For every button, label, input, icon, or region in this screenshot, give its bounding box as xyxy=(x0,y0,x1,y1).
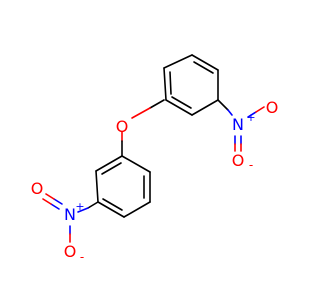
aryl-carbon-bond xyxy=(149,99,165,109)
nitrogen-oxygen-double-bond xyxy=(50,203,60,210)
bottom-benzene-ring xyxy=(95,155,151,218)
ring-bond xyxy=(95,155,123,172)
ring-bond-inner xyxy=(193,61,214,74)
nitro-top-nitrogen-label: N xyxy=(232,115,244,134)
aryl-nitrogen-bond xyxy=(217,99,229,111)
ring-bond xyxy=(191,99,219,116)
ring-bond xyxy=(97,201,125,218)
nitrogen-oxygen-double-bond xyxy=(53,198,63,205)
nitro-top-oxygen-label: O xyxy=(232,151,245,170)
nitro-bottom-nitrogen-label: N xyxy=(64,205,76,224)
ring-bond xyxy=(95,170,99,203)
ring-bond-inner xyxy=(102,198,123,211)
aryl-nitrogen-bond xyxy=(87,201,99,209)
nitro-top-oxygen-label: O xyxy=(266,98,279,117)
ring-bond xyxy=(163,67,167,101)
ring-bond-inner xyxy=(171,96,192,109)
ring-bond xyxy=(191,54,219,71)
ring-bond-inner xyxy=(169,71,172,95)
ether-oxygen-label: O xyxy=(116,117,129,136)
nitro-top-plus-charge: + xyxy=(246,111,255,124)
molecule-structure-canvas: O N + O O - N + O O - xyxy=(31,54,279,264)
nitrogen-oxygen-bond xyxy=(247,111,257,118)
bottom-nitro-group: N + O O - xyxy=(31,179,99,264)
nitrogen-oxygen-double-bond xyxy=(45,193,55,200)
nitrogen-oxygen-bond xyxy=(255,106,265,113)
nitro-bottom-plus-charge: + xyxy=(75,200,84,213)
molecule-structure: O N + O O - N + O O - xyxy=(31,54,279,264)
nitro-bottom-oxygen-label: O xyxy=(31,179,44,198)
ring-bond xyxy=(121,155,151,173)
aryl-nitrogen-bond xyxy=(77,207,89,213)
ring-bond-inner xyxy=(101,162,122,175)
oxygen-bond xyxy=(131,107,151,119)
aryl-nitrogen-bond xyxy=(227,109,233,116)
ring-bond xyxy=(163,54,193,69)
ether-linkage: O xyxy=(116,99,165,157)
nitro-bottom-oxygen-label: O xyxy=(64,242,77,261)
ring-bond xyxy=(123,201,151,218)
nitrogen-oxygen-double-bond xyxy=(42,198,52,205)
nitro-top-minus-charge: - xyxy=(249,158,253,172)
top-benzene-ring xyxy=(163,54,219,116)
nitro-bottom-minus-charge: - xyxy=(80,250,84,264)
top-nitro-group: N + O O - xyxy=(217,98,279,172)
ring-bond xyxy=(165,99,193,116)
